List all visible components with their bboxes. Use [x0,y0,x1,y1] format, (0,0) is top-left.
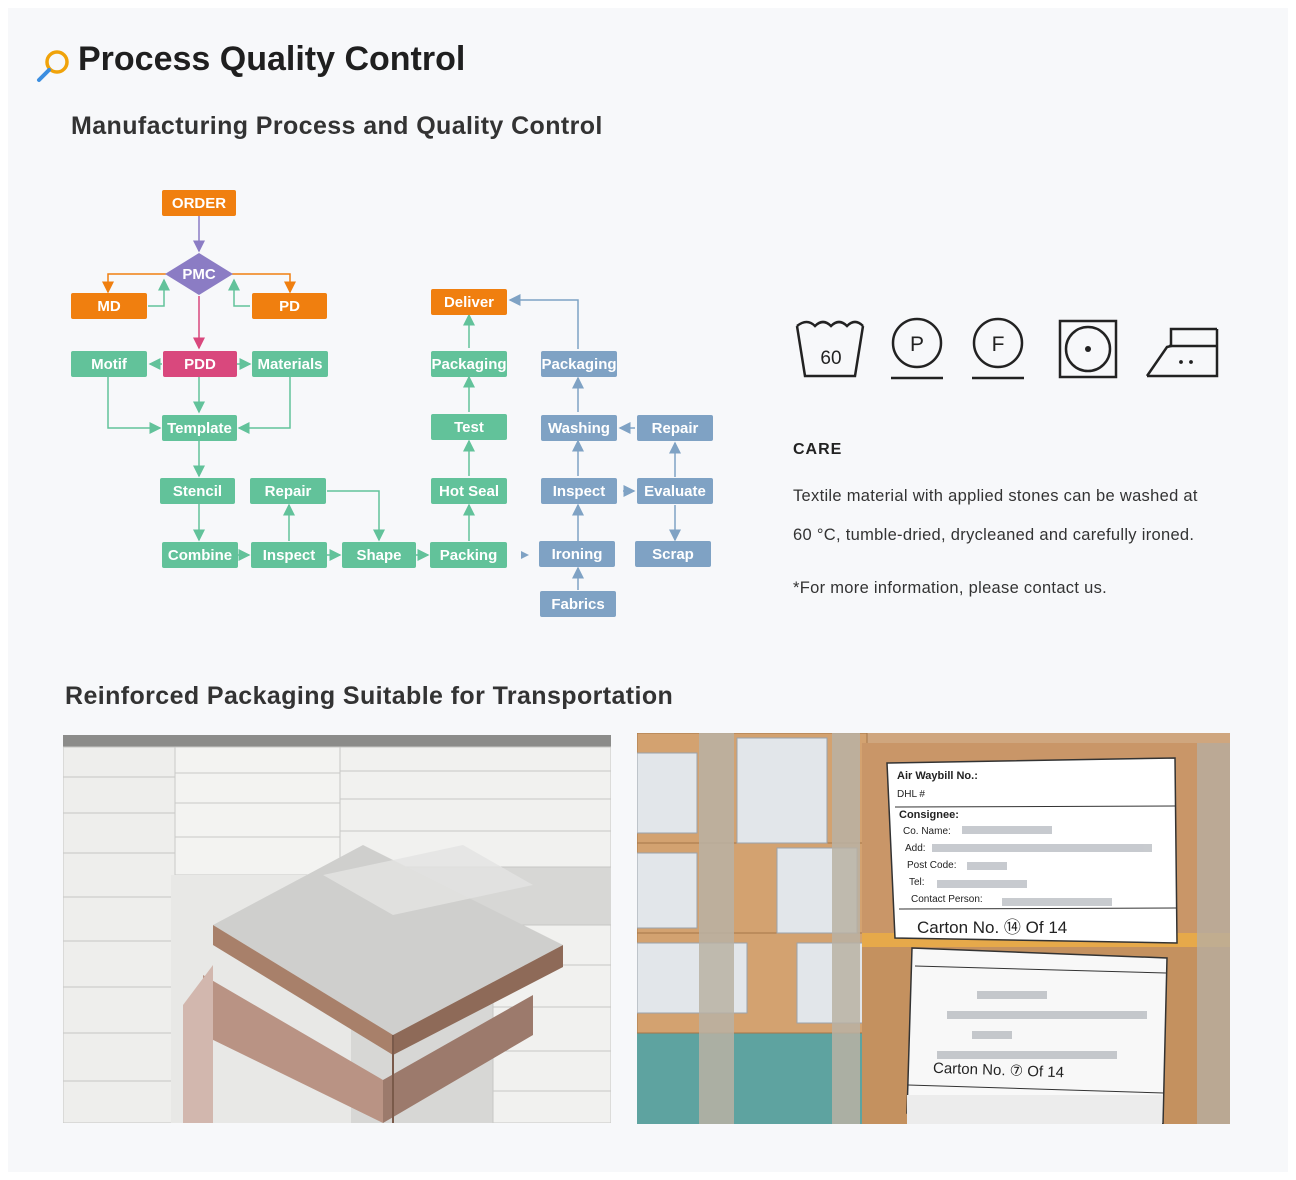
dryclean-f-icon [972,317,1024,380]
care-note: *For more information, please contact us… [793,579,1108,597]
flow-node-template: Template [162,415,237,441]
flow-node-inspect-right: Inspect [541,478,617,504]
flow-node-shape: Shape [342,542,416,568]
care-line-1: Textile material with applied stones can… [793,487,1198,505]
flow-node-scrap: Scrap [635,541,711,567]
flow-node-packaging-mid: Packaging [431,351,507,377]
tumble-dry-icon [1058,319,1118,379]
flow-node-evaluate: Evaluate [637,478,713,504]
flow-node-ironing: Ironing [539,541,615,567]
iron-icon [1145,327,1219,378]
flow-node-packaging-right: Packaging [541,351,617,377]
care-title: CARE [793,441,843,458]
flow-node-motif: Motif [71,351,147,377]
pmc-diamond [165,253,233,295]
flow-node-packing: Packing [430,542,507,568]
flow-node-inspect-left: Inspect [251,542,327,568]
label-dhl: DHL # [897,789,925,800]
dryclean-p-icon [891,317,943,380]
label-contact-person: Contact Person: [911,894,983,905]
care-symbols: 60 P F [795,317,1219,380]
label-add: Add: [905,843,926,854]
flow-node-hot-seal: Hot Seal [431,478,507,504]
wash-60-icon [795,320,865,378]
flow-node-fabrics: Fabrics [540,591,616,617]
flow-node-test: Test [431,414,507,440]
label-consignee: Consignee: [899,809,959,821]
flow-node-order: ORDER [162,190,236,216]
label-air-waybill: Air Waybill No.: [897,770,978,782]
flow-node-pmc: PMC [182,265,216,283]
label-tel: Tel: [909,877,925,888]
flow-node-pdd: PDD [163,351,237,377]
flow-node-combine: Combine [162,542,238,568]
flow-node-repair-right: Repair [637,415,713,441]
dryclean-f-letter: F [992,333,1005,356]
care-line-2: 60 °C, tumble-dried, drycleaned and care… [793,526,1195,544]
flow-node-repair-left: Repair [250,478,326,504]
flow-node-materials: Materials [252,351,328,377]
flow-node-deliver: Deliver [431,289,507,315]
wash-temperature: 60 [820,348,841,369]
page-title: Process Quality Control [78,40,466,78]
label-post-code: Post Code: [907,860,957,871]
flow-node-pd: PD [252,293,327,319]
flow-node-washing: Washing [541,415,617,441]
search-icon [37,50,69,82]
packaging-photo-boxes [63,735,611,1123]
process-section-title: Manufacturing Process and Quality Contro… [71,112,603,140]
flow-node-md: MD [71,293,147,319]
label-carton-number-top: Carton No. ⑭ Of 14 [917,918,1068,937]
packaging-photo-labels: Air Waybill No.: DHL # Consignee: Co. Na… [637,733,1230,1124]
packaging-section-title: Reinforced Packaging Suitable for Transp… [65,682,674,710]
flow-node-stencil: Stencil [160,478,235,504]
label-co-name: Co. Name: [903,826,951,837]
dryclean-p-letter: P [910,333,924,356]
